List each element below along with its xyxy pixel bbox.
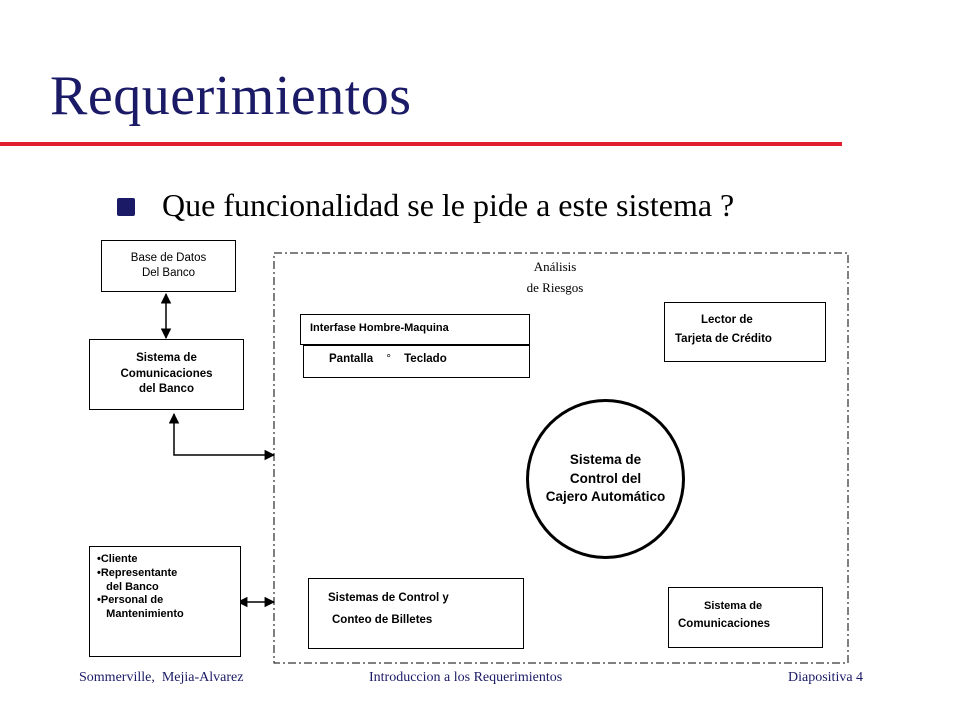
footer-page-number: Diapositiva 4 [788,670,864,685]
bill-line-2: Conteo de Billetes [332,614,433,626]
comm-line-2: Comunicaciones [678,618,771,630]
list-item: Mantenimiento [97,608,184,620]
slide-title: Requerimientos [50,65,412,127]
bank-database-box: Base de Datos Del Banco [101,240,236,292]
core-line-1: Sistema de [569,451,642,467]
hmi-box: Pantalla ° Teclado [303,345,530,378]
db-line-1: Base de Datos [130,252,207,265]
bank-comm-line-3: del Banco [139,383,194,396]
comm-boundary-arrow [168,412,276,461]
bill-line-1: Sistemas de Control y [328,592,449,604]
footer-authors: Sommerville, Mejia-Alvarez [79,670,244,685]
risk-line-2: de Riesgos [526,279,584,295]
list-item: del Banco [97,580,159,593]
list-item: •Cliente [97,553,138,565]
list-item: •Personal de [97,594,164,607]
core-line-2: Control del [569,470,642,486]
list-item: •Representante [97,566,178,579]
users-box: •Cliente •Representante del Banco •Perso… [89,546,241,657]
card-reader-box: Lector de Tarjeta de Crédito [664,302,826,362]
db-line-2: Del Banco [141,267,196,279]
title-underline [0,142,842,146]
footer-topic: Introduccion a los Requerimientos [369,670,563,685]
hmi-header-box: Interfase Hombre-Maquina [300,314,530,345]
users-list: •Cliente •Representante del Banco •Perso… [97,553,240,622]
bullet-text: Que funcionalidad se le pide a este sist… [162,187,735,223]
card-reader-line-2: Tarjeta de Crédito [675,333,772,345]
card-reader-line-1: Lector de [701,314,753,326]
hmi-sub-row: Pantalla ° Teclado [329,353,447,365]
keyboard-label: Teclado [404,353,447,365]
hmi-header-label: Interfase Hombre-Maquina [310,322,449,334]
screen-label: Pantalla [329,353,374,365]
bank-comm-line-1: Sistema de [136,352,197,365]
bank-comm-line-2: Comunicaciones [120,367,213,380]
communications-box: Sistema de Comunicaciones [668,587,823,648]
comm-line-1: Sistema de [704,600,763,612]
atm-control-system-circle: Sistema de Control del Cajero Automático [526,399,685,559]
core-line-3: Cajero Automático [545,489,666,505]
bank-communications-box: Sistema de Comunicaciones del Banco [89,339,244,410]
risk-analysis-label: Análisis de Riesgos [500,257,610,299]
separator-symbol: ° [386,353,391,365]
risk-line-1: Análisis [533,259,577,274]
bullet-icon [117,198,135,216]
bill-control-box: Sistemas de Control y Conteo de Billetes [308,578,524,649]
